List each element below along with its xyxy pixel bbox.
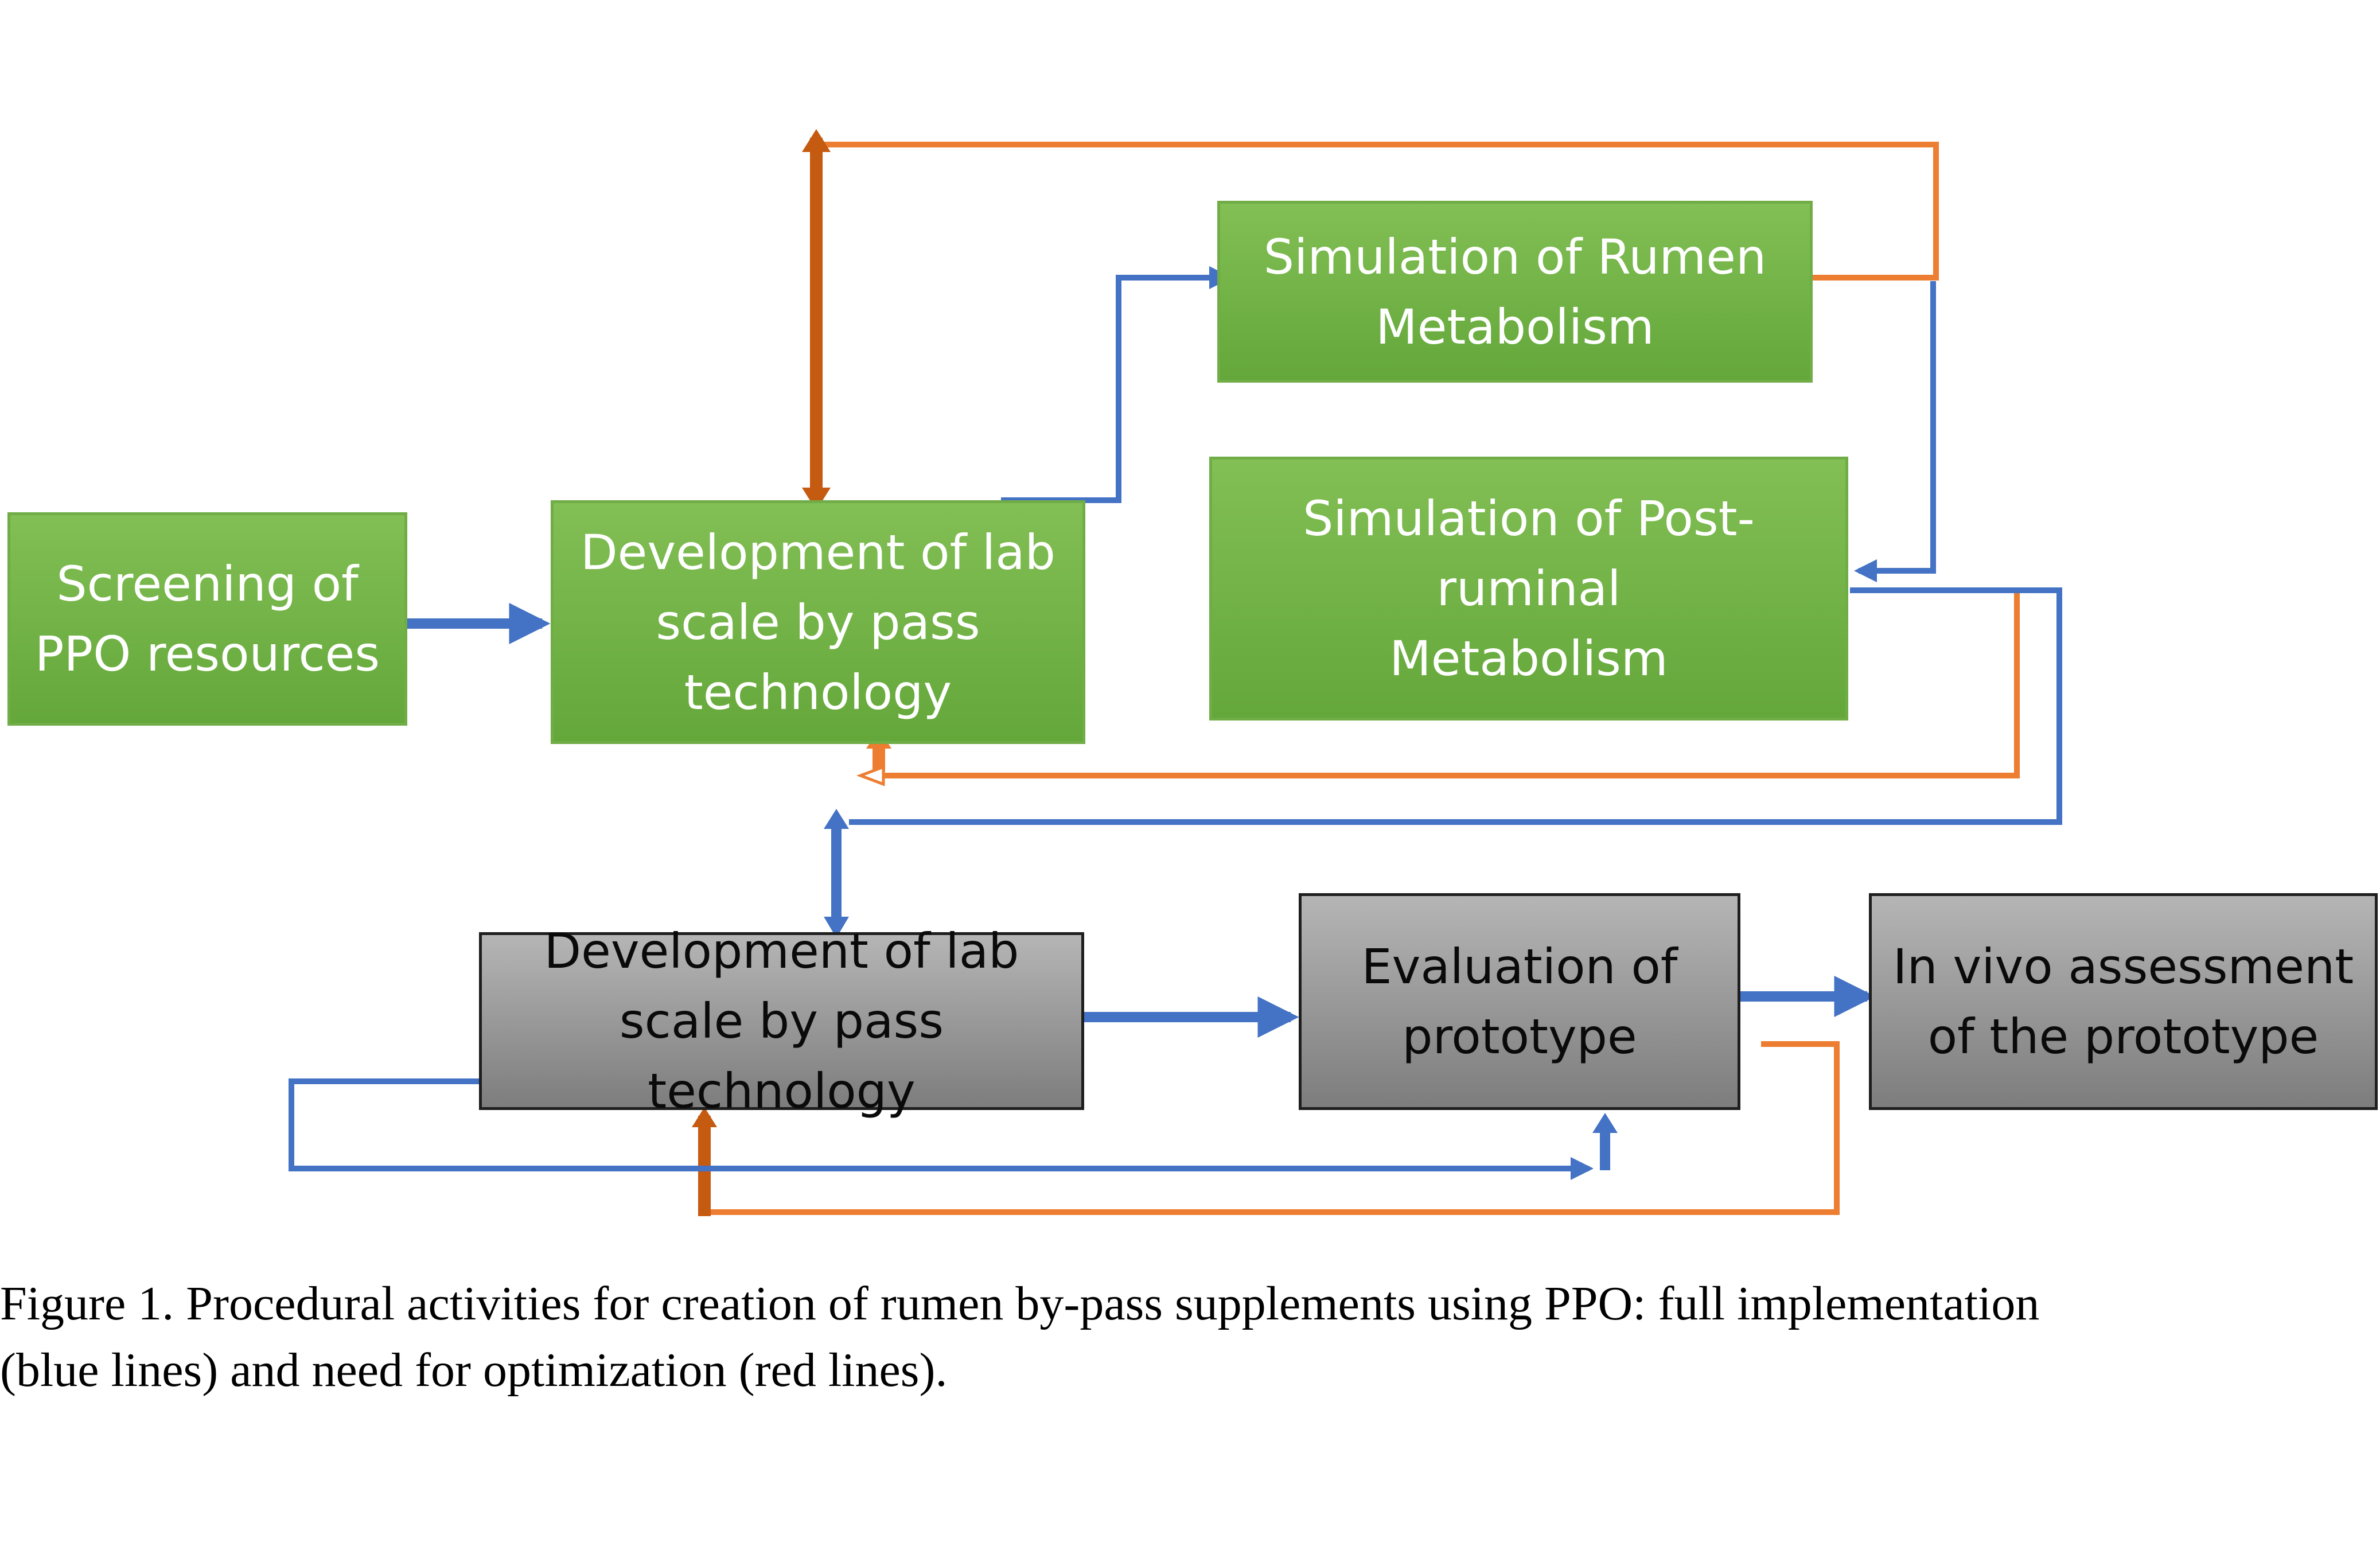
rumen-simulation-label: Simulation of Rumen Metabolism xyxy=(1263,228,1767,355)
in-vivo-box: In vivo assessment of the prototype xyxy=(1869,893,2378,1110)
dev-lab-top-label: Development of lab scale by pass technol… xyxy=(581,524,1055,721)
evaluation-box: Evaluation of prototype xyxy=(1299,893,1740,1110)
in-vivo-label: In vivo assessment of the prototype xyxy=(1892,938,2354,1065)
screening-box: Screening of PPO resources xyxy=(7,512,407,726)
figure-caption: Figure 1. Procedural activities for crea… xyxy=(0,1271,2352,1404)
dev-lab-bottom-box: Development of lab scale by pass technol… xyxy=(479,923,1084,1119)
implementation-arrowhead-dev-bottom-down xyxy=(824,917,849,938)
caption-line-2: (blue lines) and need for optimization (… xyxy=(0,1343,948,1397)
implementation-arrowhead-evaluation-up xyxy=(1592,1113,1618,1133)
optimization-line-rumen-to-dev xyxy=(820,142,1939,281)
optimization-arrowhead-up xyxy=(802,129,831,152)
evaluation-label: Evaluation of prototype xyxy=(1361,938,1678,1065)
dev-lab-top-box: Development of lab scale by pass technol… xyxy=(551,500,1085,744)
optimization-arrowhead-left xyxy=(856,765,885,786)
optimization-arrowhead-down xyxy=(802,488,831,511)
implementation-line-rumen-to-post-ruminal xyxy=(1854,281,1936,582)
optimization-arrowhead-dev-bottom xyxy=(692,1107,717,1127)
post-ruminal-simulation-label: Simulation of Post- ruminal Metabolism xyxy=(1303,490,1755,687)
implementation-arrowhead-dev-bottom-up xyxy=(824,809,849,829)
screening-label: Screening of PPO resources xyxy=(34,556,380,682)
implementation-line-dev-to-rumen xyxy=(1001,266,1232,503)
dev-lab-bottom-label: Development of lab scale by pass technol… xyxy=(544,923,1019,1119)
caption-line-1: Figure 1. Procedural activities for crea… xyxy=(0,1277,2040,1330)
rumen-simulation-box: Simulation of Rumen Metabolism xyxy=(1217,201,1813,383)
post-ruminal-simulation-box: Simulation of Post- ruminal Metabolism xyxy=(1209,457,1848,721)
optimization-line-evaluation-to-dev xyxy=(708,1041,1840,1215)
implementation-line-post-ruminal-to-dev-bottom xyxy=(849,587,2062,825)
implementation-line-dev-loop-to-evaluation xyxy=(289,1078,1594,1180)
